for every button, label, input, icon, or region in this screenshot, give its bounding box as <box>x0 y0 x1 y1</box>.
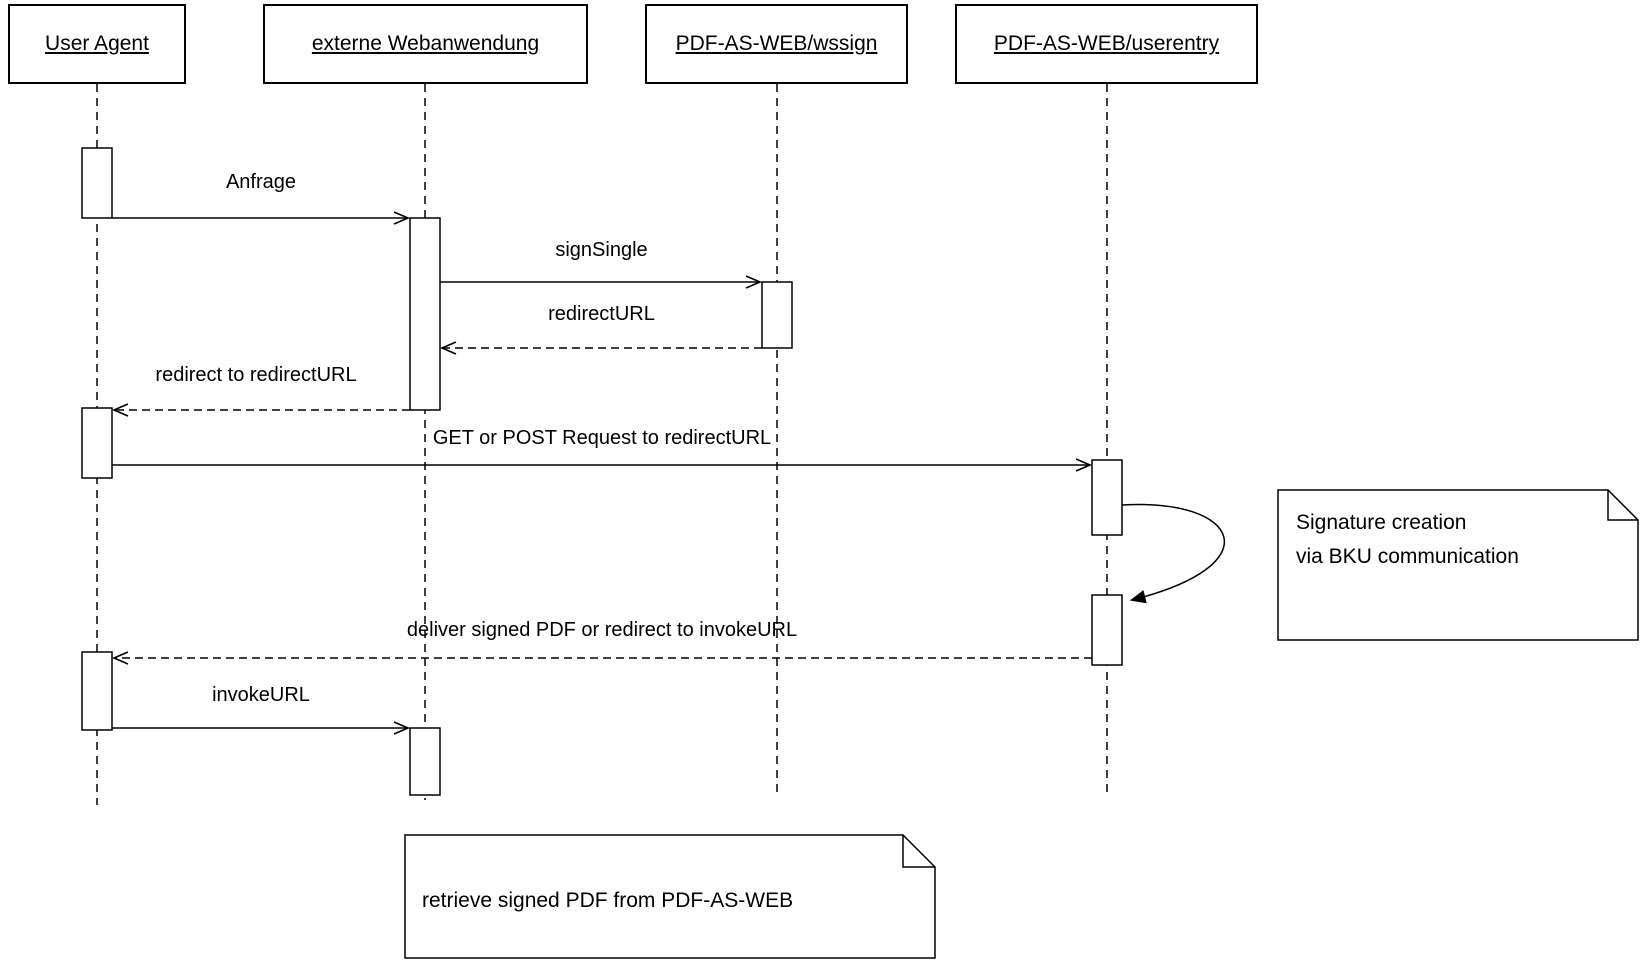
activation-user-agent-3 <box>81 651 113 731</box>
message-label-signsingle: signSingle <box>555 239 648 261</box>
activation-externe-webanwendung-2 <box>409 727 441 796</box>
note-signature-creation-line1: Signature creation <box>1296 511 1467 534</box>
note-signature-creation-shape <box>1277 489 1639 641</box>
activation-wssign-1 <box>761 281 793 349</box>
actor-label-pdf-as-web-wssign: PDF-AS-WEB/wssign <box>675 32 878 55</box>
message-label-redirecturl: redirectURL <box>548 303 655 325</box>
message-label-redirect-to-redirecturl: redirect to redirectURL <box>155 364 357 386</box>
actor-box-pdf-as-web-userentry: PDF-AS-WEB/userentry <box>955 4 1258 84</box>
actor-box-pdf-as-web-wssign: PDF-AS-WEB/wssign <box>645 4 908 84</box>
message-label-deliver-signed-pdf: deliver signed PDF or redirect to invoke… <box>406 619 798 641</box>
actor-box-user-agent: User Agent <box>8 4 186 84</box>
message-label-anfrage: Anfrage <box>225 171 297 193</box>
self-message-loop-bku <box>1121 503 1226 604</box>
activation-userentry-1 <box>1091 459 1123 536</box>
actor-label-externe-webanwendung: externe Webanwendung <box>311 32 540 55</box>
note-retrieve-pdf-fold-icon <box>902 835 935 868</box>
activation-externe-webanwendung-1 <box>409 217 441 411</box>
note-signature-creation-line2: via BKU communication <box>1296 545 1519 568</box>
note-retrieve-pdf-text: retrieve signed PDF from PDF-AS-WEB <box>422 889 794 912</box>
note-signature-creation-fold-icon <box>1607 490 1638 521</box>
actor-box-externe-webanwendung: externe Webanwendung <box>263 4 588 84</box>
activation-user-agent-1 <box>81 147 113 219</box>
note-retrieve-pdf-shape <box>404 834 936 959</box>
activation-userentry-2 <box>1091 594 1123 666</box>
activation-user-agent-2 <box>81 407 113 479</box>
actor-label-pdf-as-web-userentry: PDF-AS-WEB/userentry <box>993 32 1220 55</box>
actor-label-user-agent: User Agent <box>45 32 149 55</box>
message-label-invokeurl: invokeURL <box>212 684 310 706</box>
message-label-get-or-post-request: GET or POST Request to redirectURL <box>432 427 772 449</box>
